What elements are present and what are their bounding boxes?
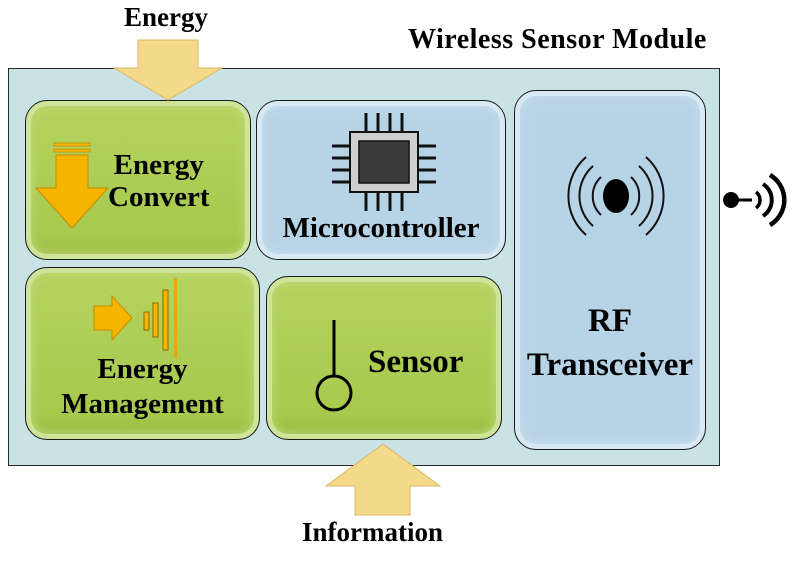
sensor-label: Sensor: [368, 344, 464, 380]
energy-convert-label-line2: Convert: [108, 180, 210, 213]
diagram-title: Wireless Sensor Module: [408, 24, 707, 55]
information-input-label: Information: [302, 517, 443, 547]
wireless-antenna-icon: [723, 173, 787, 227]
energy-management-block: [25, 267, 260, 440]
sensor-block: [266, 276, 502, 440]
rf-transceiver-label: RF Transceiver: [514, 300, 706, 387]
signal-waves-icon: [567, 156, 665, 236]
arrow-to-bars-icon: [93, 278, 177, 358]
rf-transceiver-label-line1: RF: [588, 303, 632, 339]
energy-convert-label-line1: Energy: [113, 149, 204, 181]
energy-management-label-line2: Management: [61, 387, 224, 420]
probe-icon: [315, 320, 353, 412]
energy-management-label-line1: Energy: [97, 353, 188, 385]
energy-convert-label: Energy Convert: [108, 149, 210, 214]
rf-transceiver-block: [514, 90, 706, 450]
energy-management-label: Energy Management: [35, 352, 250, 422]
microcontroller-label: Microcontroller: [282, 212, 480, 244]
rf-transceiver-label-line2: Transceiver: [526, 346, 694, 383]
down-arrow-icon: [34, 142, 110, 229]
information-input-arrow: [324, 443, 442, 516]
energy-input-label: Energy: [124, 2, 208, 32]
energy-input-arrow: [112, 39, 224, 101]
chip-icon: [332, 113, 436, 211]
